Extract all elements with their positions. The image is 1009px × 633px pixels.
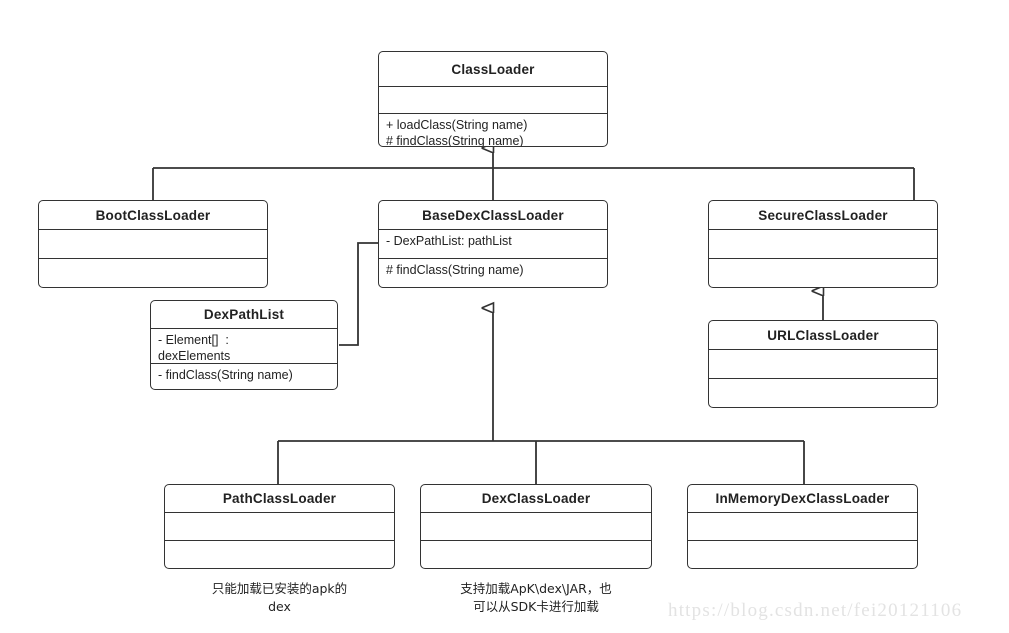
attribute-row: - DexPathList: pathList — [386, 234, 512, 248]
compartment-divider — [421, 512, 651, 513]
compartment-divider — [165, 540, 394, 541]
attributes-compartment-inmemorydexclassloader — [688, 513, 917, 540]
method-row: - findClass(String name) — [158, 368, 293, 382]
methods-compartment-dexpathlist: - findClass(String name) — [151, 364, 337, 389]
generalization-to-classloader — [152, 148, 915, 200]
methods-compartment-urlclassloader — [709, 379, 937, 407]
class-title-bootclassloader: BootClassLoader — [95, 207, 211, 223]
class-box-basedexclassloader[interactable]: BaseDexClassLoader - DexPathList: pathLi… — [378, 200, 608, 288]
compartment-divider — [379, 258, 607, 259]
methods-compartment-inmemorydexclassloader — [688, 541, 917, 568]
compartment-divider — [379, 113, 607, 114]
compartment-divider — [379, 86, 607, 87]
class-box-urlclassloader[interactable]: URLClassLoader — [708, 320, 938, 408]
caption-pathclassloader: 只能加载已安装的apk的 dex — [164, 580, 395, 616]
compartment-divider — [151, 328, 337, 329]
methods-compartment-classloader: + loadClass(String name) # findClass(Str… — [379, 114, 607, 147]
attributes-compartment-dexclassloader — [421, 513, 651, 540]
compartment-divider — [688, 512, 917, 513]
class-title-urlclassloader: URLClassLoader — [767, 327, 879, 343]
association-basedex-dexpathlist — [339, 242, 378, 346]
methods-compartment-secureclassloader — [709, 259, 937, 287]
class-title-classloader: ClassLoader — [451, 61, 535, 77]
attributes-compartment-urlclassloader — [709, 350, 937, 378]
attribute-row-continued: dexElements — [158, 349, 231, 363]
compartment-divider — [709, 378, 937, 379]
class-box-dexpathlist[interactable]: DexPathList - Element[] : dexElements - … — [150, 300, 338, 390]
compartment-divider — [151, 363, 337, 364]
watermark: https://blog.csdn.net/fei20121106 — [668, 600, 963, 621]
compartment-divider — [39, 258, 267, 259]
class-box-dexclassloader[interactable]: DexClassLoader — [420, 484, 652, 569]
attribute-row: - Element[] : — [158, 333, 229, 347]
method-row: # findClass(String name) — [386, 263, 524, 277]
methods-compartment-pathclassloader — [165, 541, 394, 568]
caption-line: 可以从SDK卡进行加载 — [473, 599, 599, 614]
class-title-dexclassloader: DexClassLoader — [481, 491, 591, 506]
class-box-bootclassloader[interactable]: BootClassLoader — [38, 200, 268, 288]
caption-dexclassloader: 支持加载ApK\dex\JAR，也 可以从SDK卡进行加载 — [420, 580, 652, 616]
attributes-compartment-classloader — [379, 87, 607, 113]
attributes-compartment-pathclassloader — [165, 513, 394, 540]
caption-line: 支持加载ApK\dex\JAR，也 — [460, 581, 612, 596]
class-title-secureclassloader: SecureClassLoader — [758, 207, 888, 223]
compartment-divider — [709, 258, 937, 259]
compartment-divider — [709, 229, 937, 230]
compartment-divider — [709, 349, 937, 350]
attributes-compartment-basedexclassloader: - DexPathList: pathList — [379, 230, 607, 258]
methods-compartment-basedexclassloader: # findClass(String name) — [379, 259, 607, 287]
compartment-divider — [379, 229, 607, 230]
caption-line: 只能加载已安装的apk的 — [211, 581, 348, 596]
compartment-divider — [39, 229, 267, 230]
class-box-pathclassloader[interactable]: PathClassLoader — [164, 484, 395, 569]
attributes-compartment-bootclassloader — [39, 230, 267, 258]
class-box-inmemorydexclassloader[interactable]: InMemoryDexClassLoader — [687, 484, 918, 569]
compartment-divider — [165, 512, 394, 513]
caption-line: dex — [268, 599, 291, 614]
class-box-secureclassloader[interactable]: SecureClassLoader — [708, 200, 938, 288]
method-row: + loadClass(String name) — [386, 118, 528, 132]
attributes-compartment-dexpathlist: - Element[] : dexElements — [151, 329, 337, 363]
methods-compartment-bootclassloader — [39, 259, 267, 287]
class-title-pathclassloader: PathClassLoader — [222, 491, 337, 506]
class-title-basedexclassloader: BaseDexClassLoader — [422, 207, 564, 223]
compartment-divider — [421, 540, 651, 541]
class-title-inmemorydexclassloader: InMemoryDexClassLoader — [715, 491, 890, 506]
compartment-divider — [688, 540, 917, 541]
methods-compartment-dexclassloader — [421, 541, 651, 568]
class-title-dexpathlist: DexPathList — [203, 307, 285, 322]
class-box-classloader[interactable]: ClassLoader + loadClass(String name) # f… — [378, 51, 608, 147]
attributes-compartment-secureclassloader — [709, 230, 937, 258]
method-row: # findClass(String name) — [386, 134, 524, 147]
